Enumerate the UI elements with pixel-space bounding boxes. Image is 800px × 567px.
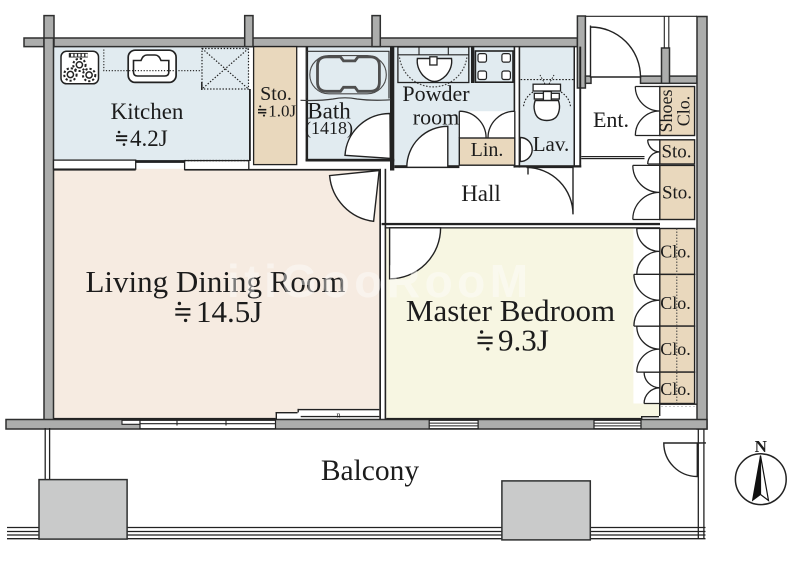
svg-text:Clo.: Clo. (660, 339, 691, 359)
svg-text:Living Dining Room: Living Dining Room (85, 264, 345, 299)
svg-text:Ent.: Ent. (593, 107, 629, 132)
svg-text:Powder: Powder (402, 81, 470, 106)
svg-text:Clo.: Clo. (660, 242, 691, 262)
svg-text:Clo.: Clo. (660, 379, 691, 399)
svg-text:Hall: Hall (461, 181, 501, 206)
svg-text:Sto.: Sto. (661, 142, 691, 163)
svg-text:N: N (755, 437, 768, 456)
svg-text:room: room (413, 105, 459, 130)
svg-text:Shoes: Shoes (656, 89, 676, 132)
svg-text:Sto.: Sto. (662, 183, 692, 204)
svg-text:Bath: Bath (307, 99, 351, 124)
svg-text:Lin.: Lin. (471, 139, 504, 161)
svg-text:Clo.: Clo. (674, 96, 694, 127)
svg-text:4.2J: 4.2J (130, 126, 168, 151)
svg-text:1.0J: 1.0J (268, 102, 296, 121)
svg-text:Kitchen: Kitchen (111, 99, 184, 124)
svg-text:n: n (337, 411, 341, 420)
svg-text:14.5J: 14.5J (196, 294, 262, 329)
svg-text:itiGooRooM: itiGooRooM (227, 255, 533, 307)
svg-text:Clo.: Clo. (660, 293, 691, 313)
svg-text:Sto.: Sto. (260, 83, 292, 105)
svg-text:Lav.: Lav. (533, 132, 570, 156)
svg-text:Balcony: Balcony (321, 455, 420, 487)
svg-text:9.3J: 9.3J (498, 323, 549, 358)
svg-text:Master Bedroom: Master Bedroom (406, 293, 615, 328)
svg-text:(1418): (1418) (305, 118, 353, 139)
